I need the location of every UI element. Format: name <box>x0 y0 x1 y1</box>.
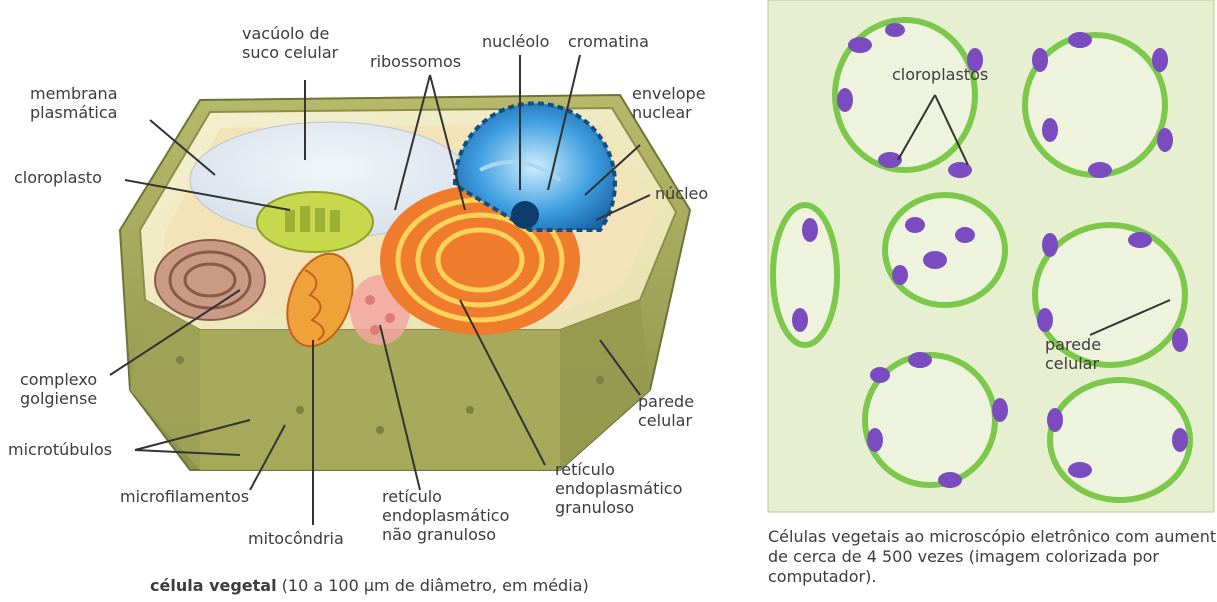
label-cloroplastos: cloroplastos <box>892 65 988 84</box>
label-parede-celular-micrograph: parede celular <box>1045 335 1101 373</box>
caption-micrograph: Células vegetais ao microscópio eletrôni… <box>768 527 1217 587</box>
